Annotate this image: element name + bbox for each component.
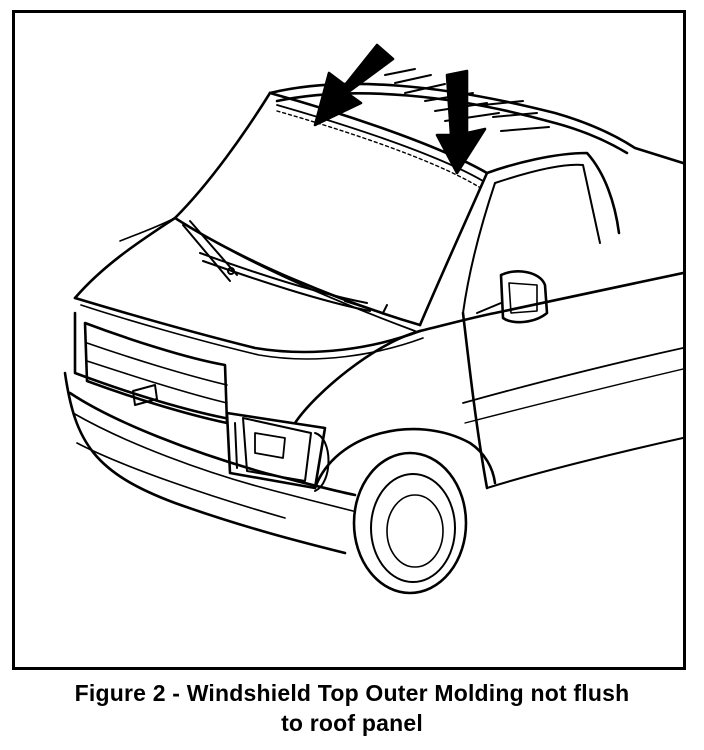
caption-line-2: to roof panel — [281, 710, 423, 736]
side-mirror-icon — [476, 270, 549, 324]
windshield-wipers — [182, 220, 388, 314]
hood — [73, 216, 424, 425]
side-body — [418, 151, 683, 490]
grille — [73, 311, 229, 425]
front-wheel — [313, 427, 497, 595]
arrow-left-icon — [313, 43, 395, 127]
figure-frame — [12, 10, 686, 670]
caption-line-1: Figure 2 - Windshield Top Outer Molding … — [74, 680, 630, 706]
figure-caption: Figure 2 - Windshield Top Outer Molding … — [0, 678, 704, 738]
front-bumper — [63, 371, 357, 555]
van-illustration — [63, 43, 683, 595]
arrow-right-icon — [435, 69, 487, 175]
headlamp — [225, 411, 330, 492]
